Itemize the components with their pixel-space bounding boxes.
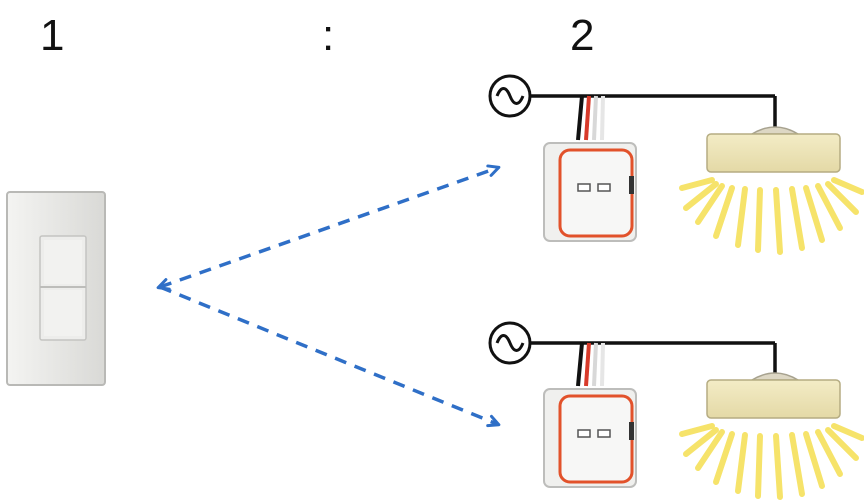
receiver-wires bbox=[576, 342, 605, 387]
receiver-wires bbox=[576, 95, 605, 141]
receiver-relay-icon bbox=[543, 142, 637, 242]
ratio-separator-label: : bbox=[322, 11, 335, 60]
signal-arrow-upper bbox=[156, 164, 501, 291]
left-number-label: 1 bbox=[40, 11, 65, 60]
upper-circuit bbox=[488, 74, 864, 255]
ceiling-lamp-icon bbox=[679, 126, 864, 255]
wireless-signal-arrows bbox=[156, 164, 501, 428]
receiver-relay-icon bbox=[543, 388, 637, 488]
ac-source-icon bbox=[488, 74, 532, 118]
signal-arrow-lower bbox=[159, 285, 501, 428]
lower-circuit bbox=[488, 321, 864, 500]
ceiling-lamp-icon bbox=[679, 372, 864, 500]
right-number-label: 2 bbox=[570, 11, 595, 60]
wireless-wall-switch-icon bbox=[6, 191, 106, 386]
ac-source-icon bbox=[488, 321, 532, 365]
